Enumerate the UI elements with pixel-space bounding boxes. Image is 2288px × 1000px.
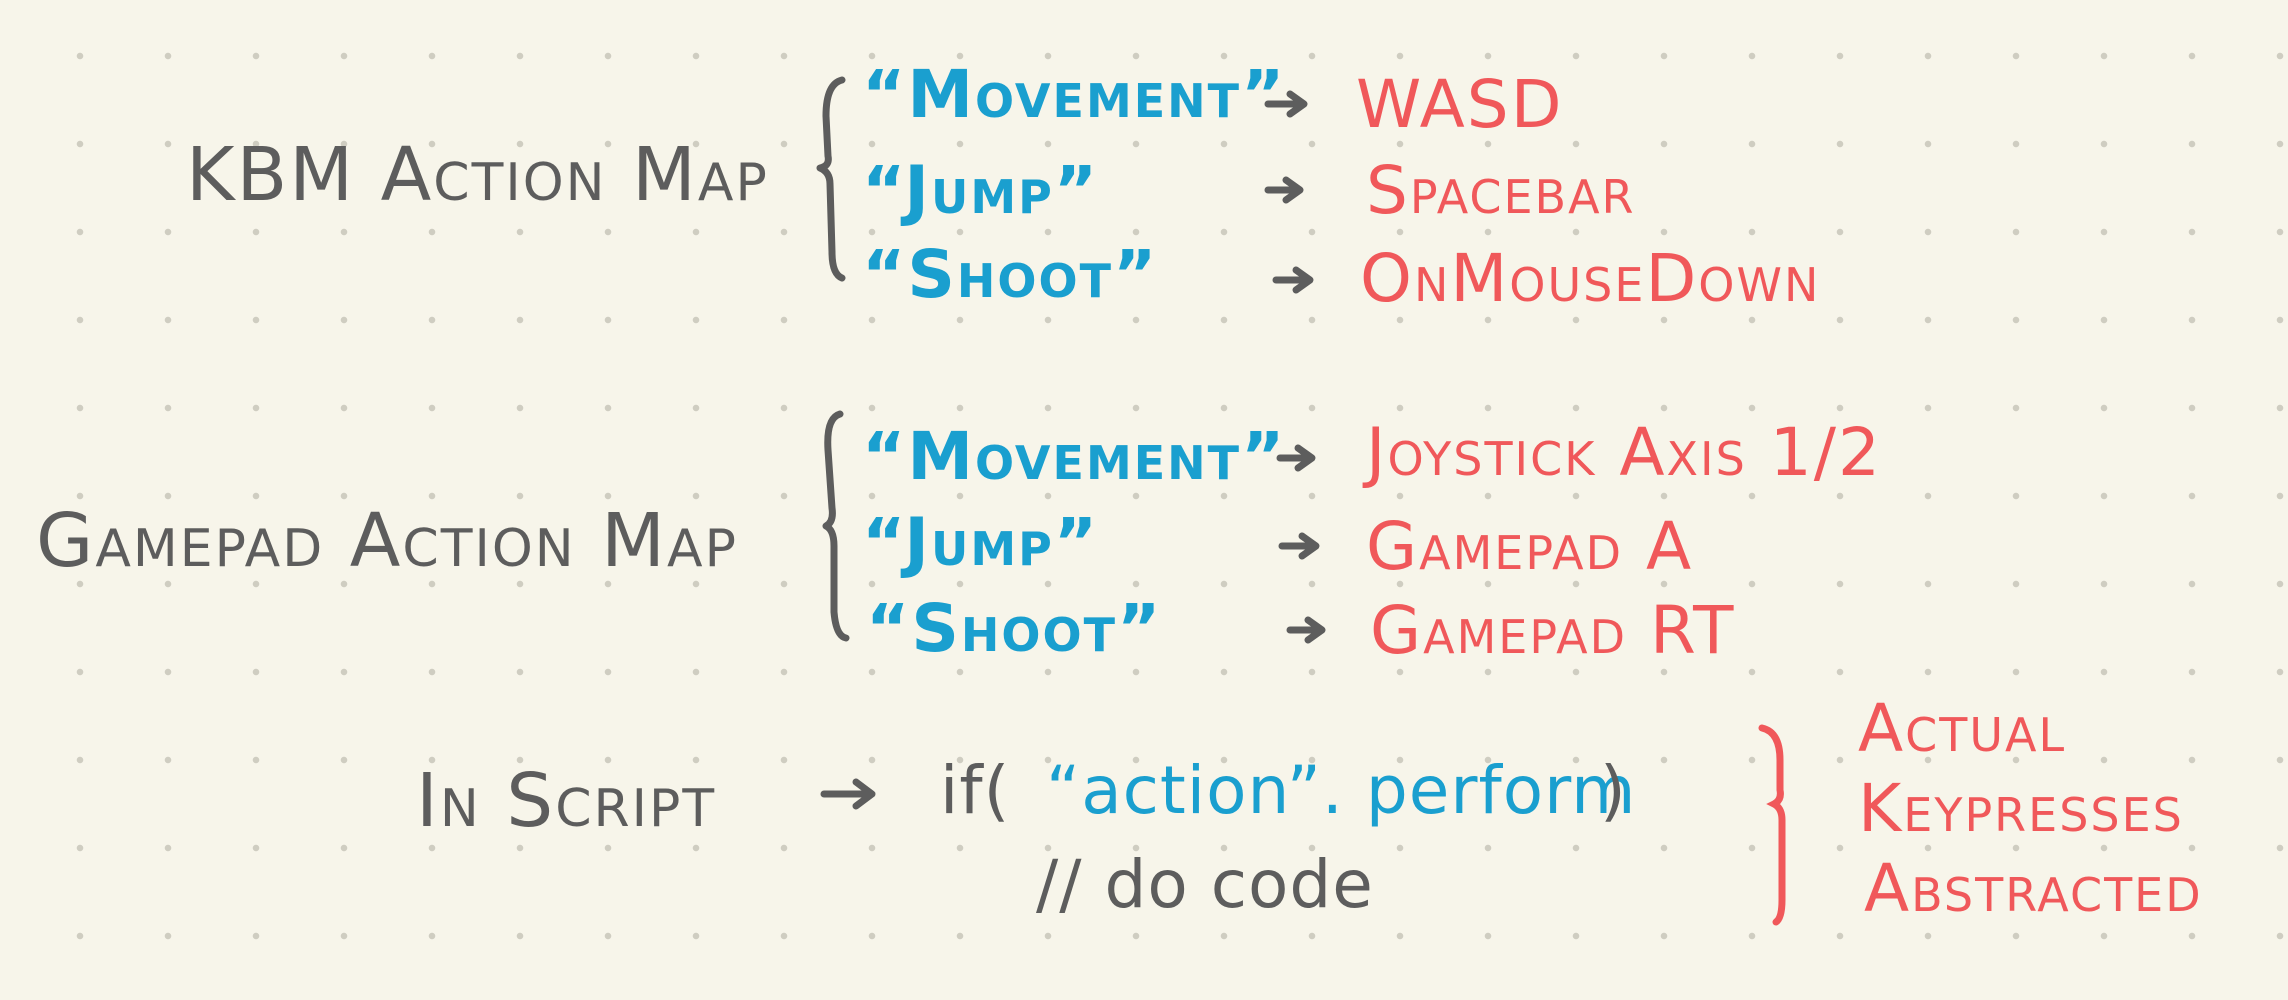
note-line-abstracted: Abstracted [1864, 850, 2203, 927]
kbm-action-shoot: “Shoot” [862, 236, 1159, 313]
gamepad-key-jump: Gamepad A [1366, 508, 1694, 585]
gamepad-key-movement: Joystick Axis 1/2 [1366, 414, 1883, 491]
kbm-brace [816, 76, 846, 282]
kbm-map-label: KBM Action Map [186, 132, 769, 218]
gamepad-key-shoot: Gamepad RT [1370, 592, 1736, 669]
kbm-key-jump: Spacebar [1366, 152, 1636, 229]
kbm-key-movement: WASD [1356, 66, 1564, 143]
note-line-keypresses: Keypresses [1858, 770, 2184, 847]
gamepad-action-shoot: “Shoot” [866, 590, 1163, 667]
gamepad-action-jump: “Jump” [862, 504, 1100, 581]
script-label: In Script [416, 758, 717, 844]
script-code-suffix: ) [1600, 752, 1627, 829]
note-line-actual: Actual [1858, 690, 2067, 767]
script-comment: // do code [1036, 846, 1374, 923]
gamepad-map-label: Gamepad Action Map [36, 498, 738, 584]
kbm-action-movement: “Movement” [862, 56, 1287, 133]
gamepad-action-movement: “Movement” [862, 418, 1287, 495]
gamepad-brace [822, 410, 850, 642]
script-code-action: “action”. perform [1046, 752, 1637, 829]
kbm-key-shoot: OnMouseDown [1360, 240, 1821, 317]
script-code-prefix: if( [940, 752, 1011, 829]
kbm-action-jump: “Jump” [862, 152, 1100, 229]
abstraction-brace [1758, 724, 1786, 926]
script-arrow [820, 778, 876, 810]
